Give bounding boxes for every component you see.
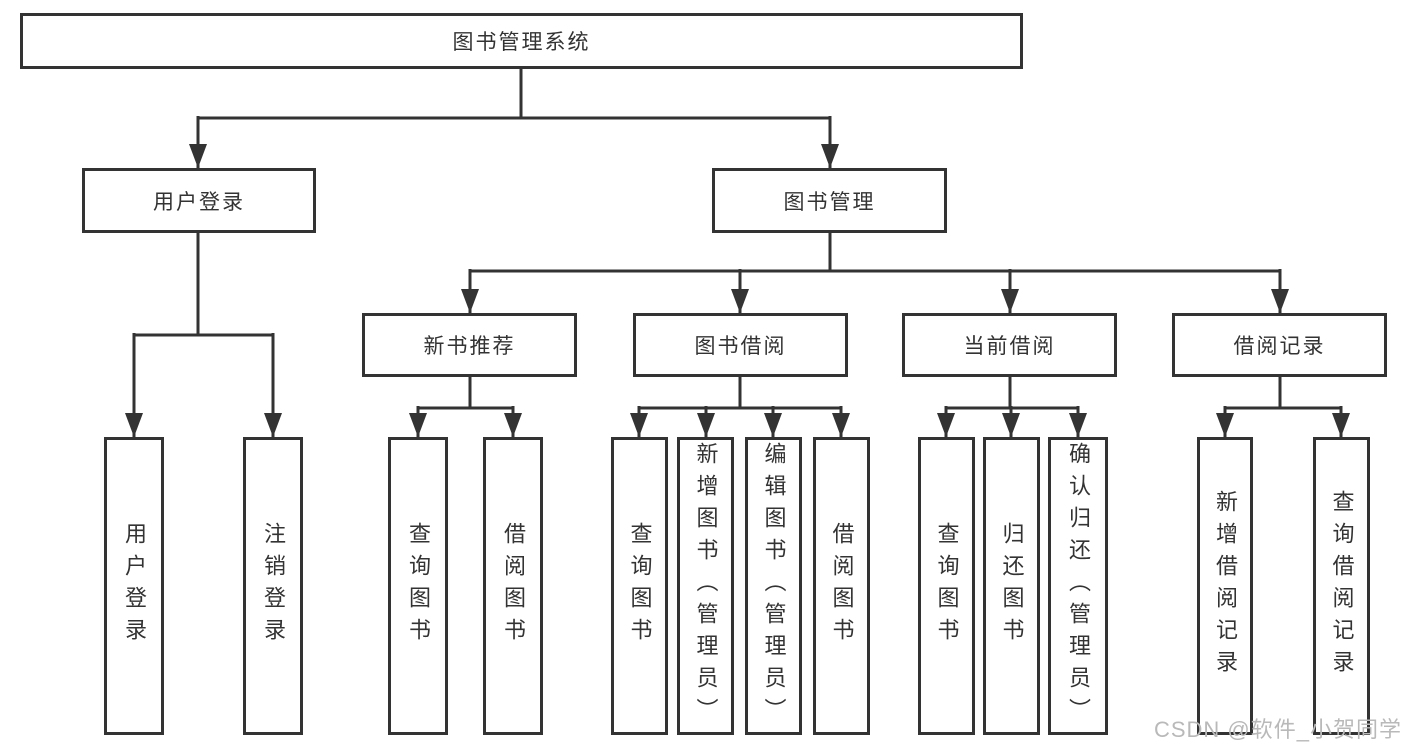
node-label: 借阅图书 [501,522,526,650]
node-label: 图书管理系统 [452,31,591,54]
node-borrow-books: 借阅图书 [813,437,870,735]
node-label: 查询图书 [934,522,960,650]
node-book-management: 图书管理 [712,168,947,233]
node-label: 图书管理 [783,190,876,214]
node-label: 归还图书 [999,522,1025,650]
node-logout-leaf: 注销登录 [243,437,303,735]
node-label: 用户登录 [122,522,147,650]
node-label: 新书推荐 [423,335,516,358]
node-label: 图书借阅 [694,335,787,358]
node-label: 查询图书 [627,522,653,650]
node-label: 借阅图书 [829,522,855,650]
node-query-books-borrowing: 查询图书 [611,437,668,735]
node-label: 编辑图书（管理员） [761,442,787,730]
node-query-borrow-record: 查询借阅记录 [1313,437,1370,735]
node-user-login: 用户登录 [82,168,316,233]
node-return-books: 归还图书 [983,437,1040,735]
csdn-watermark: CSDN @软件_小贺同学 [1153,717,1402,742]
node-label: 当前借阅 [963,335,1056,358]
node-confirm-return-admin: 确认归还（管理员） [1048,437,1108,735]
node-add-book-admin: 新增图书（管理员） [677,437,734,735]
node-library-management-system: 图书管理系统 [20,13,1023,69]
node-label: 注销登录 [261,522,286,650]
node-label: 用户登录 [153,190,245,214]
node-query-books-recommend: 查询图书 [388,437,448,735]
node-label: 查询借阅记录 [1329,490,1355,682]
node-book-borrowing: 图书借阅 [633,313,848,377]
node-borrowing-records: 借阅记录 [1172,313,1387,377]
node-user-login-leaf: 用户登录 [104,437,164,735]
node-label: 新增图书（管理员） [693,442,719,730]
node-current-borrowing: 当前借阅 [902,313,1117,377]
node-add-borrow-record: 新增借阅记录 [1197,437,1253,735]
node-label: 借阅记录 [1233,335,1326,358]
node-new-book-recommendation: 新书推荐 [362,313,577,377]
node-label: 确认归还（管理员） [1066,442,1091,730]
node-label: 新增借阅记录 [1213,490,1238,682]
node-borrow-books-recommend: 借阅图书 [483,437,543,735]
node-query-books-current: 查询图书 [918,437,975,735]
node-edit-book-admin: 编辑图书（管理员） [745,437,802,735]
node-label: 查询图书 [406,522,431,650]
